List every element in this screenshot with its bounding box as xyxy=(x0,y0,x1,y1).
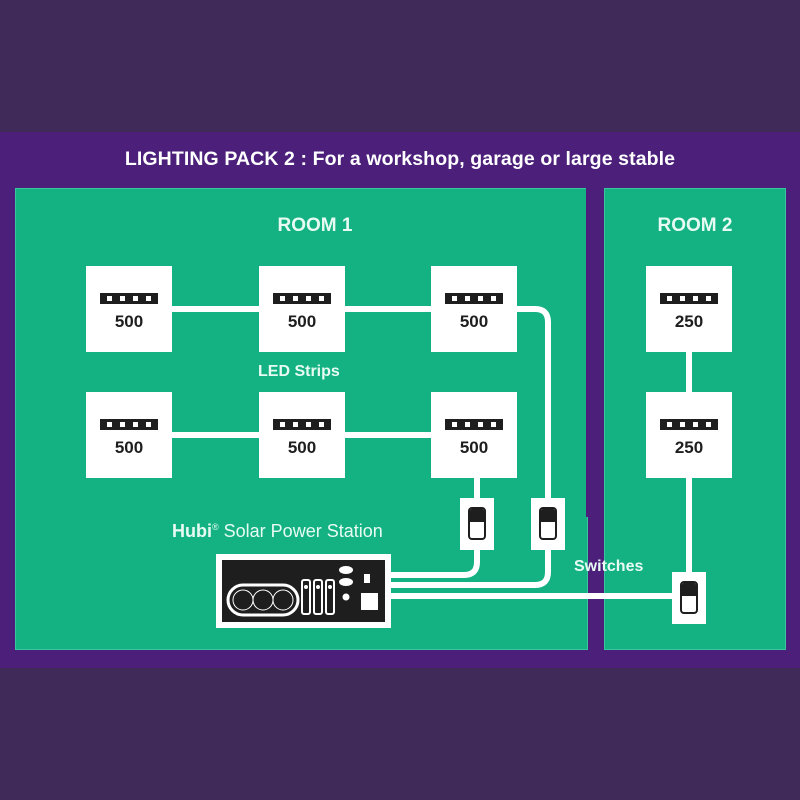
room-divider-wall xyxy=(586,188,604,517)
wire-row1-to-switch2 xyxy=(517,306,551,498)
solar-power-station xyxy=(216,554,391,628)
light-switch-2 xyxy=(531,498,565,550)
socket-icon xyxy=(232,589,254,611)
room-1-title: ROOM 1 xyxy=(277,215,353,236)
led-strip-icon xyxy=(660,419,718,430)
indicator-icon xyxy=(342,593,350,601)
button-icon xyxy=(364,574,370,583)
station-panel xyxy=(222,560,385,622)
strip-lumens: 500 xyxy=(287,438,317,457)
strip-lumens: 500 xyxy=(114,312,144,331)
led-strip-icon xyxy=(445,293,503,304)
registered-mark: ® xyxy=(212,522,219,532)
panel-port-icon xyxy=(361,593,378,610)
switch-rocker-icon xyxy=(539,507,557,540)
led-strip-icon xyxy=(445,419,503,430)
led-strip-unit: 250 xyxy=(646,266,732,352)
diagram-title: LIGHTING PACK 2 : For a workshop, garage… xyxy=(124,148,676,170)
switch-rocker-icon xyxy=(680,581,698,614)
light-switch-1 xyxy=(460,498,494,550)
wire-switch1-to-station xyxy=(391,550,480,578)
switches-label: Switches xyxy=(574,558,644,575)
socket-bay xyxy=(226,583,300,617)
strip-lumens: 500 xyxy=(114,438,144,457)
strip-lumens: 250 xyxy=(674,312,704,331)
led-strip-icon xyxy=(273,419,331,430)
station-label: Hubi® Solar Power Station xyxy=(172,521,383,542)
station-panel-icon xyxy=(226,566,378,617)
station-name: Solar Power Station xyxy=(223,521,383,541)
led-strips-label: LED Strips xyxy=(258,363,340,380)
led-strip-icon xyxy=(660,293,718,304)
wire-switch2-to-station xyxy=(391,550,551,588)
led-strip-unit: 500 xyxy=(431,392,517,478)
usb-port-icon xyxy=(301,579,311,615)
led-strip-unit: 500 xyxy=(259,266,345,352)
led-strip-unit: 500 xyxy=(431,266,517,352)
led-strip-icon xyxy=(100,293,158,304)
led-strip-icon xyxy=(273,293,331,304)
station-brand: Hubi xyxy=(172,521,212,541)
light-switch-3 xyxy=(672,572,706,624)
led-strip-unit: 250 xyxy=(646,392,732,478)
socket-icon xyxy=(272,589,294,611)
indicator-icon xyxy=(339,578,353,586)
led-strip-unit: 500 xyxy=(86,392,172,478)
socket-icon xyxy=(252,589,274,611)
led-strip-unit: 500 xyxy=(259,392,345,478)
strip-lumens: 250 xyxy=(674,438,704,457)
strip-lumens: 500 xyxy=(459,312,489,331)
usb-port-icon xyxy=(325,579,335,615)
switch-rocker-icon xyxy=(468,507,486,540)
usb-port-icon xyxy=(313,579,323,615)
room-2-title: ROOM 2 xyxy=(657,215,733,236)
strip-lumens: 500 xyxy=(459,438,489,457)
led-strip-unit: 500 xyxy=(86,266,172,352)
strip-lumens: 500 xyxy=(287,312,317,331)
indicator-icon xyxy=(339,566,353,574)
led-strip-icon xyxy=(100,419,158,430)
